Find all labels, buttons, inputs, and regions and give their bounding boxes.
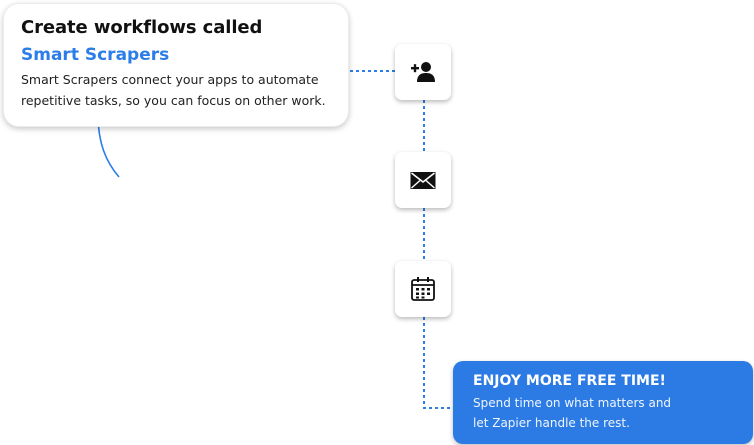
free-time-card: ENJOY MORE FREE TIME! Spend time on what…: [453, 361, 753, 444]
step-calendar: [395, 261, 451, 317]
callout-title: Create workflows called: [21, 17, 263, 38]
add-user-icon: [411, 62, 435, 82]
step-3-to-result-connector: [423, 317, 453, 409]
callout-description: Smart Scrapers connect your apps to auto…: [21, 72, 326, 108]
result-description-line-1: Spend time on what matters and: [473, 396, 672, 410]
callout-subtitle: Smart Scrapers: [21, 45, 170, 65]
result-description: Spend time on what matters and let Zapie…: [473, 393, 737, 433]
envelope-icon: [410, 172, 436, 189]
result-title: ENJOY MORE FREE TIME!: [473, 373, 666, 389]
calendar-icon: [411, 277, 435, 301]
intro-callout: Create workflows called Smart Scrapers S…: [3, 3, 349, 127]
step-email: [395, 152, 451, 208]
result-description-line-2: let Zapier handle the rest.: [473, 416, 630, 430]
step-add-user: [395, 44, 451, 100]
